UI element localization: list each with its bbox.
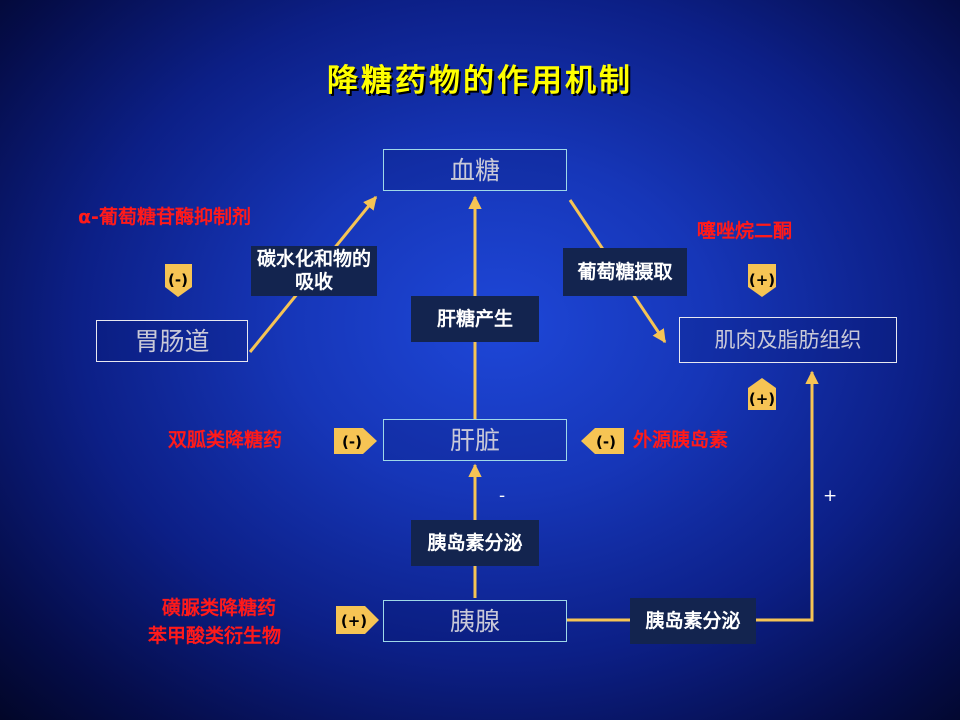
svg-text:(-): (-) — [596, 433, 616, 451]
badge-biguanide: (-) — [334, 428, 377, 454]
badge-muscle: (+) — [748, 378, 776, 410]
page-title: 降糖药物的作用机制 — [327, 63, 633, 99]
badge-insulin: (-) — [581, 428, 624, 454]
node-blood-sugar: 血糖 — [383, 149, 567, 191]
badge-tzd: (+) — [748, 264, 776, 297]
node-pancreas: 胰腺 — [383, 600, 567, 642]
drug-thiazolidinedione: 噻唑烷二酮 — [697, 220, 793, 242]
label-carb-absorption: 碳水化和物的吸收 — [251, 246, 377, 296]
node-muscle-fat: 肌肉及脂肪组织 — [679, 317, 897, 363]
svg-text:(-): (-) — [342, 433, 362, 451]
badge-gut: (-) — [165, 264, 192, 297]
svg-text:(-): (-) — [168, 271, 188, 289]
drug-benzoic-acid-derivative: 苯甲酸类衍生物 — [148, 625, 282, 647]
sign-muscle-effect: + — [823, 486, 838, 506]
drug-exogenous-insulin: 外源胰岛素 — [633, 429, 729, 451]
drug-alpha-glucosidase-inhibitor: α-葡萄糖苷酶抑制剂 — [78, 206, 251, 228]
svg-text:(+): (+) — [341, 612, 367, 630]
label-glucose-uptake: 葡萄糖摄取 — [563, 248, 687, 296]
svg-text:(+): (+) — [749, 390, 775, 408]
node-liver: 肝脏 — [383, 419, 567, 461]
badge-pancreas: (+) — [336, 606, 379, 634]
label-insulin-secretion-liver: 胰岛素分泌 — [411, 520, 539, 566]
node-gut: 胃肠道 — [96, 320, 248, 362]
sign-liver-effect: - — [499, 486, 506, 506]
drug-sulfonylurea: 磺脲类降糖药 — [162, 597, 277, 619]
svg-text:(+): (+) — [749, 271, 775, 289]
drug-biguanide: 双胍类降糖药 — [168, 429, 283, 451]
label-glycogen-production: 肝糖产生 — [411, 296, 539, 342]
label-insulin-secretion-muscle: 胰岛素分泌 — [630, 598, 756, 644]
